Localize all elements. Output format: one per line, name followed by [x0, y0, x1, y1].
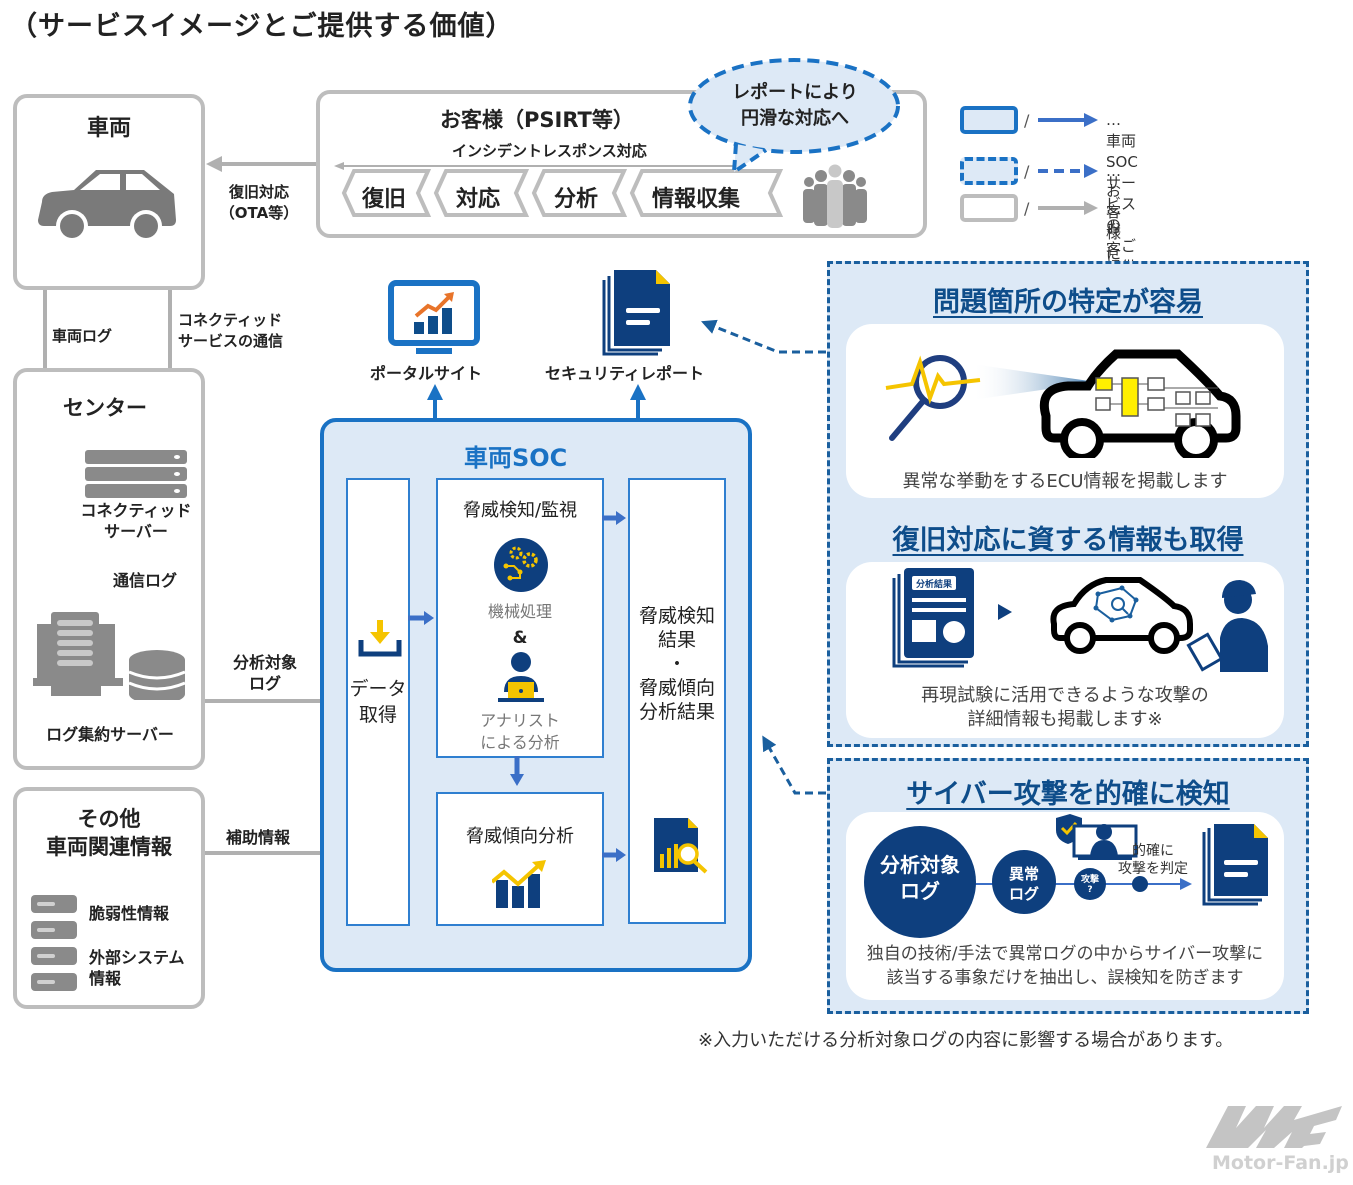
- threat-trend-panel: 脅威傾向分析: [436, 792, 604, 926]
- vehicle-soc-box: 車両SOC データ 取得 脅威検知/監視 機械処理 & アナリスト による分析 …: [320, 418, 752, 972]
- step-respond: 対応: [456, 187, 501, 212]
- connected-server-label: コネクティッド サーバー: [80, 501, 192, 541]
- ecu-detection-illustration: [885, 349, 1241, 458]
- value-to-soc-arrow: [762, 735, 826, 795]
- step-restore: 復旧: [362, 187, 407, 212]
- other-info-box: その他 車両関連情報 脆弱性情報 外部システム 情報: [13, 787, 205, 1009]
- other-info-item-vuln: 脆弱性情報: [89, 904, 170, 923]
- analyst-label: アナリスト による分析: [480, 711, 560, 752]
- anomaly-log-text: 異常 ログ: [1008, 865, 1039, 903]
- legend-arrow-solid: /: [1024, 111, 1098, 130]
- portal-label: ポータルサイト: [370, 364, 483, 383]
- analysis-target-log-circle: [864, 826, 976, 938]
- step-chevron-restore: [341, 169, 432, 217]
- db-list-icon: [31, 895, 77, 991]
- value-title-identify: 問題箇所の特定が容易: [933, 287, 1203, 318]
- watermark-text: Motor-Fan.jp: [1212, 1152, 1349, 1174]
- legend-swatch-soc: [960, 106, 1018, 134]
- value-title-recovery: 復旧対応に資する情報も取得: [892, 525, 1244, 556]
- vehicle-log-label: 車両ログ: [52, 326, 113, 347]
- trend-chart-icon: [492, 860, 546, 908]
- footnote: ※入力いただける分析対象ログの内容に影響する場合があります。: [698, 1030, 1234, 1051]
- analysis-result-doc-label: 分析結果: [916, 578, 953, 590]
- step-analyze: 分析: [554, 187, 599, 212]
- legend-swatch-value: [960, 157, 1018, 185]
- svg-text:/: /: [1024, 199, 1030, 218]
- download-icon: [358, 620, 402, 657]
- anomaly-log-circle: [992, 850, 1056, 914]
- analysis-target-log-text: 分析対象 ログ: [880, 853, 960, 903]
- log-server-icon: [33, 612, 186, 700]
- ampersand: &: [512, 628, 528, 648]
- comm-log-label: 通信ログ: [113, 571, 178, 590]
- center-box: センター コネクティッド サーバー 通信ログ ログ集約サーバー: [13, 368, 205, 770]
- incident-steps: [341, 169, 784, 217]
- value-desc-identify: 異常な挙動をするECU情報を掲載します: [902, 471, 1228, 492]
- machine-processing-label: 機械処理: [487, 602, 552, 621]
- judge-point: [1132, 876, 1148, 892]
- threat-trend-title: 脅威傾向分析: [466, 826, 574, 847]
- detection-flow-illustration: [864, 814, 1268, 938]
- value-card-detect: 分析対象 ログ 異常 ログ 攻撃 ? 的確に 攻撃を判定 独自の技術/手法で異常…: [846, 812, 1284, 1000]
- results-label: 脅威検知 結果 ・ 脅威傾向 分析結果: [638, 605, 715, 723]
- recovery-label: 復旧対応 （OTA等）: [219, 183, 299, 222]
- people-icon: [803, 164, 867, 228]
- soc-flow-arrows: [408, 511, 626, 862]
- step-chevron-collect: [629, 169, 784, 217]
- data-acquisition-panel: データ 取得: [346, 478, 410, 926]
- results-panel: 脅威検知 結果 ・ 脅威傾向 分析結果: [628, 478, 726, 924]
- machine-processing-icon: [494, 538, 548, 592]
- car-icon: [38, 170, 176, 242]
- legend-arrow-dashed: /: [1024, 162, 1098, 181]
- value-card-identify: 異常な挙動をするECU情報を掲載します: [846, 324, 1284, 498]
- value-desc-recovery: 再現試験に活用できるような攻撃の 詳細情報も掲載します※: [921, 685, 1209, 730]
- portal-monitor-icon: [388, 280, 480, 354]
- speech-bubble: [688, 58, 900, 177]
- vehicle-box: 車両: [13, 94, 205, 290]
- value-desc-detect: 独自の技術/手法で異常ログの中からサイバー攻撃に 該当する事象だけを抽出し、誤検…: [866, 944, 1264, 988]
- connected-server-icon: [85, 450, 187, 498]
- attack-question-circle: [1074, 868, 1106, 900]
- incident-flow-arrow: [334, 162, 744, 170]
- soc-title: 車両SOC: [464, 444, 568, 472]
- threat-detection-title: 脅威検知/監視: [462, 500, 578, 521]
- security-report-icon: [602, 270, 670, 356]
- incident-flow-label: インシデントレスポンス対応: [452, 142, 647, 160]
- speech-bubble-text: レポートにより 円滑な対応へ: [732, 82, 858, 129]
- other-info-title: その他 車両関連情報: [46, 807, 172, 859]
- value-to-report-arrow: [701, 319, 826, 354]
- center-title: センター: [63, 392, 147, 422]
- page-title: （サービスイメージとご提供する価値）: [10, 11, 514, 42]
- svg-text:/: /: [1024, 111, 1030, 130]
- attack-question-text: 攻撃 ?: [1080, 875, 1099, 895]
- customer-title: お客様（PSIRT等）: [440, 108, 634, 132]
- connected-comm-label: コネクティッド サービスの通信: [178, 311, 284, 350]
- recovery-illustration: 分析結果: [892, 568, 1268, 672]
- legend-swatch-customer: [960, 194, 1018, 222]
- vehicle-title: 車両: [86, 116, 131, 141]
- step-chevron-respond: [433, 169, 530, 217]
- data-acquisition-label: データ 取得: [349, 678, 407, 726]
- accurate-judge-label: 的確に 攻撃を判定: [1118, 843, 1188, 877]
- log-server-label: ログ集約サーバー: [46, 725, 174, 744]
- svg-text:/: /: [1024, 162, 1030, 181]
- other-info-item-external: 外部システム 情報: [89, 948, 185, 988]
- report-analysis-icon: [654, 818, 708, 874]
- motorfan-logo-icon: [1206, 1106, 1342, 1148]
- threat-detection-panel: 脅威検知/監視 機械処理 & アナリスト による分析: [436, 478, 604, 758]
- value-card-recovery: 分析結果 再現試験に活用できるような攻撃の 詳細情報も掲載します※: [846, 562, 1284, 738]
- aux-info-label: 補助情報: [226, 828, 291, 847]
- step-chevron-analyze: [531, 169, 628, 217]
- analysis-log-label: 分析対象 ログ: [232, 653, 297, 693]
- value-title-detect: サイバー攻撃を的確に検知: [906, 779, 1230, 810]
- security-report-label: セキュリティレポート: [545, 364, 705, 383]
- legend-arrow-gray: /: [1024, 199, 1098, 218]
- analyst-icon: [498, 652, 544, 702]
- step-collect: 情報収集: [652, 187, 741, 212]
